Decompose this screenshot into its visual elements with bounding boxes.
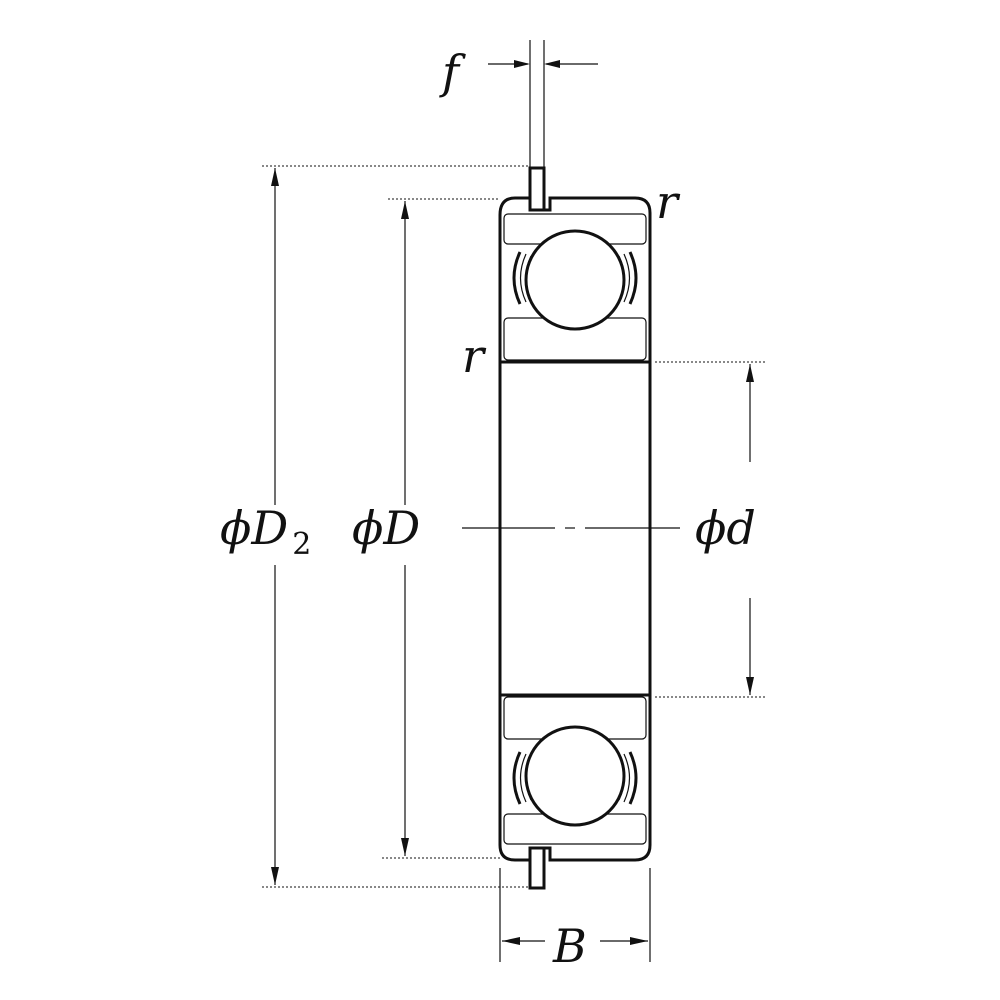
upper-ball: [524, 229, 626, 331]
outer-ring: [498, 196, 652, 862]
d-letter: d: [726, 501, 755, 555]
lower-ball: [524, 725, 626, 827]
label-D: ϕD: [352, 501, 420, 555]
label-f: f: [439, 45, 466, 99]
label-d: ϕd: [695, 501, 756, 555]
dimension-D2: [262, 165, 530, 888]
phi-d: ϕ: [695, 501, 726, 555]
dimension-D: [382, 198, 500, 859]
D2-letter: D: [250, 501, 288, 555]
label-r-outer: r: [656, 175, 681, 229]
phi-D: ϕ: [352, 501, 383, 555]
label-B: B: [552, 919, 587, 973]
phi-D2: ϕ: [220, 501, 251, 555]
dimension-d: [655, 361, 765, 698]
D-letter: D: [382, 501, 420, 555]
dimension-B: [499, 868, 651, 962]
snap-ring: [528, 166, 546, 890]
label-r-inner: r: [462, 329, 487, 383]
dimension-f: [488, 40, 598, 168]
D2-subscript: 2: [292, 527, 311, 562]
